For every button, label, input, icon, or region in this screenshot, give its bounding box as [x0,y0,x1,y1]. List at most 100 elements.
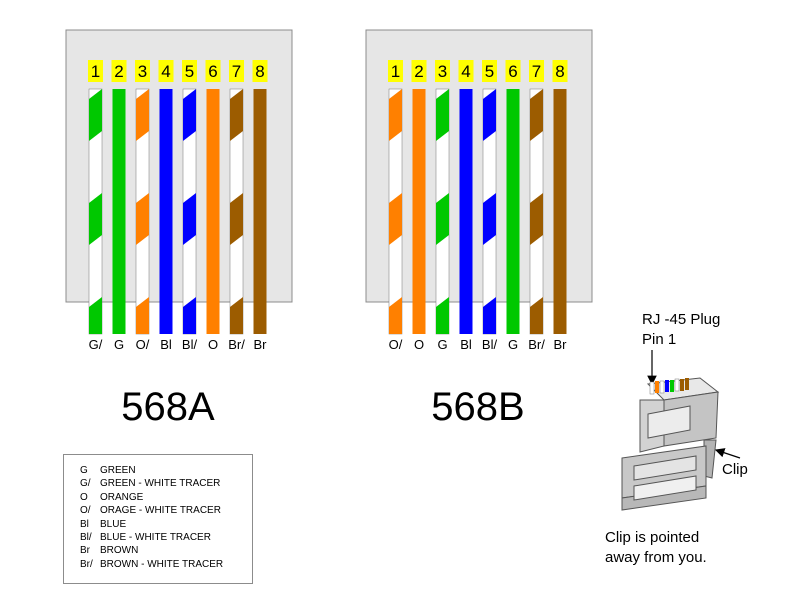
legend-code: O [80,491,88,503]
plug-pins [649,378,689,395]
wire-label: Br [554,337,568,352]
legend-row: G/GREEN - WHITE TRACER [80,477,252,490]
pin-number-box [182,60,197,82]
pin-number: 1 [91,62,100,81]
rj45-plug: RJ -45 Plug Pin 1 [605,311,748,566]
pin-number: 4 [161,62,170,81]
pin-number-box [435,60,450,82]
wire-label: O [208,337,218,352]
pin-number-box [229,60,244,82]
pin-number-box [88,60,103,82]
wire-label: G [508,337,518,352]
wire-striped-green: 1G/ [88,60,103,352]
plug-body [621,377,720,511]
legend-text: ORANGE [100,491,144,503]
legend-code: O/ [80,505,91,517]
pin-number: 5 [485,62,494,81]
pin-number-box [411,60,427,82]
wire-orange: 2O [411,60,427,352]
legend-text: BLUE - WHITE TRACER [100,532,211,544]
pin-number-box [458,60,474,82]
pin-number: 6 [508,62,517,81]
plug-note-line2: away from you. [605,549,707,566]
wire-striped-green: 3G [435,60,450,352]
legend-code: Bl [80,518,89,530]
pin-number: 1 [391,62,400,81]
wire-brown: 8Br [252,60,268,352]
wire-body [412,89,426,334]
pin-number: 4 [461,62,470,81]
standard-title: 568B [431,385,524,429]
wire-tracer-stripes [136,89,149,334]
wire-label: O/ [136,337,150,352]
legend-text: GREEN - WHITE TRACER [100,478,221,490]
legend-code: Bl/ [80,532,92,544]
wire-blue: 4Bl [458,60,474,352]
plug-note-line1: Clip is pointed [605,529,699,546]
legend-code: G/ [80,478,91,490]
pin-number: 2 [114,62,123,81]
pin-number-box [505,60,521,82]
wire-tracer-stripes [389,89,402,334]
wire-label: Bl [160,337,172,352]
legend-text: BLUE [100,518,127,530]
wire-tracer-stripes [483,89,496,334]
wire-label: G/ [89,337,103,352]
standard-title: 568A [121,385,215,429]
legend-text: ORAGE - WHITE TRACER [100,505,221,517]
wire-body [253,89,267,334]
pin-number-box [252,60,268,82]
wire-label: Bl/ [482,337,498,352]
wire-brown: 8Br [552,60,568,352]
legend-code: G [80,465,88,476]
wire-body [112,89,126,334]
wire-tracer-stripes [530,89,543,334]
pin-number: 7 [232,62,241,81]
wire-label: Bl/ [182,337,198,352]
wire-body [459,89,473,334]
wire-green: 2G [111,60,127,352]
legend-text: BROWN - WHITE TRACER [100,558,224,570]
wire-striped-brown: 7Br/ [528,60,545,352]
pin-number: 3 [138,62,147,81]
wire-striped-blue: 5Bl/ [482,60,498,352]
pin-number: 7 [532,62,541,81]
wire-green: 6G [505,60,521,352]
legend-row: Bl/BLUE - WHITE TRACER [80,531,252,544]
legend-row: O/ORAGE - WHITE TRACER [80,504,252,517]
pin-number: 6 [208,62,217,81]
legend-code: Br/ [80,558,93,570]
wire-body [553,89,567,334]
wire-striped-blue: 5Bl/ [182,60,198,352]
wire-label: Bl [460,337,472,352]
pin-number: 5 [185,62,194,81]
wire-label: O [414,337,424,352]
pin-number: 8 [555,62,564,81]
legend-row: Bl BLUE [80,518,252,531]
pin-number-box [388,60,403,82]
wire-body [206,89,220,334]
pin-number-box [205,60,221,82]
wire-tracer-stripes [230,89,243,334]
wire-body [159,89,173,334]
legend-code: Br [80,545,90,557]
pin-number-box [552,60,568,82]
pin-number-box [158,60,174,82]
plug-label-line2: Pin 1 [642,331,676,348]
wire-striped-orange: 3O/ [135,60,150,352]
clip-label: Clip [722,461,748,478]
wire-tracer-stripes [89,89,102,334]
pin-number: 2 [414,62,423,81]
legend-row: Br/BROWN - WHITE TRACER [80,558,252,571]
legend-row: O ORANGE [80,491,252,504]
clip-arrow [714,448,741,459]
wire-orange: 6O [205,60,221,352]
wire-body [506,89,520,334]
